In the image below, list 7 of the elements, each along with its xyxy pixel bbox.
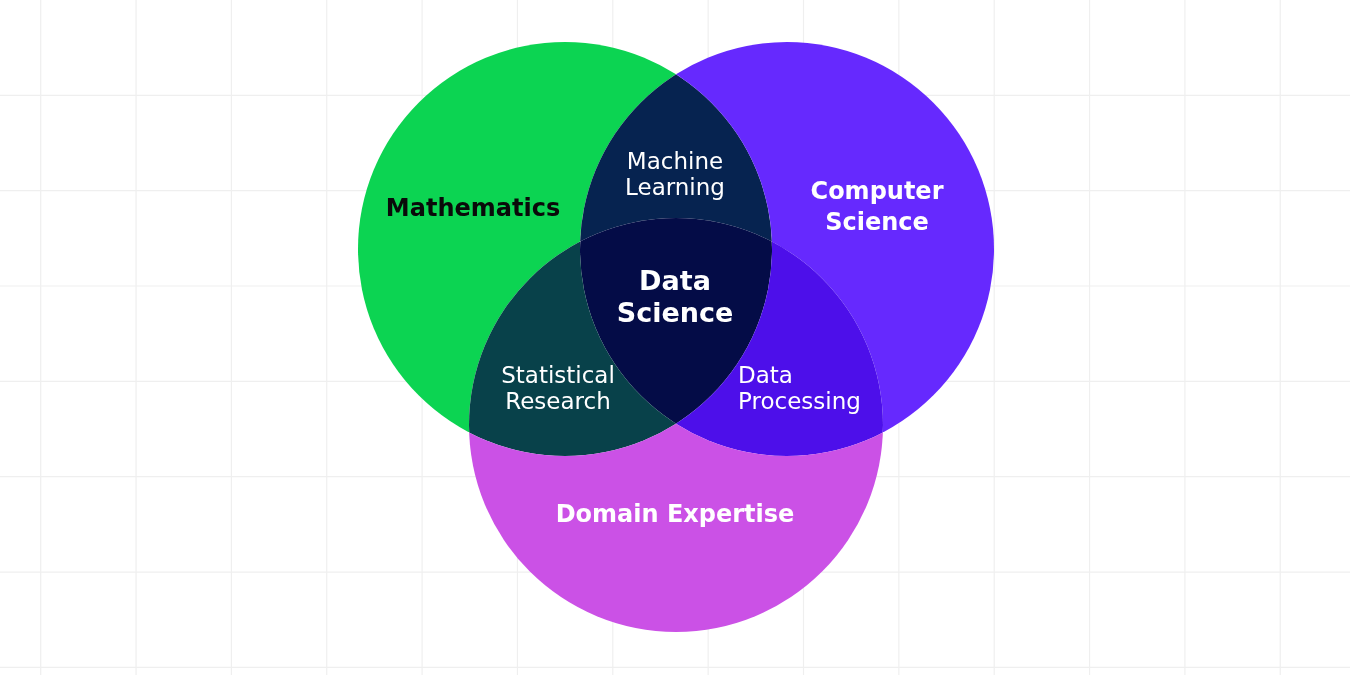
circle-label: Computer Science [810, 176, 944, 238]
circle-label: Domain Expertise [555, 499, 795, 529]
region-label: Machine Learning [625, 147, 725, 201]
region-label: Statistical Research [501, 361, 615, 415]
center-label: Data Science [616, 265, 734, 329]
region-label: Data Processing [738, 361, 861, 415]
circle-label: Mathematics [385, 193, 561, 223]
